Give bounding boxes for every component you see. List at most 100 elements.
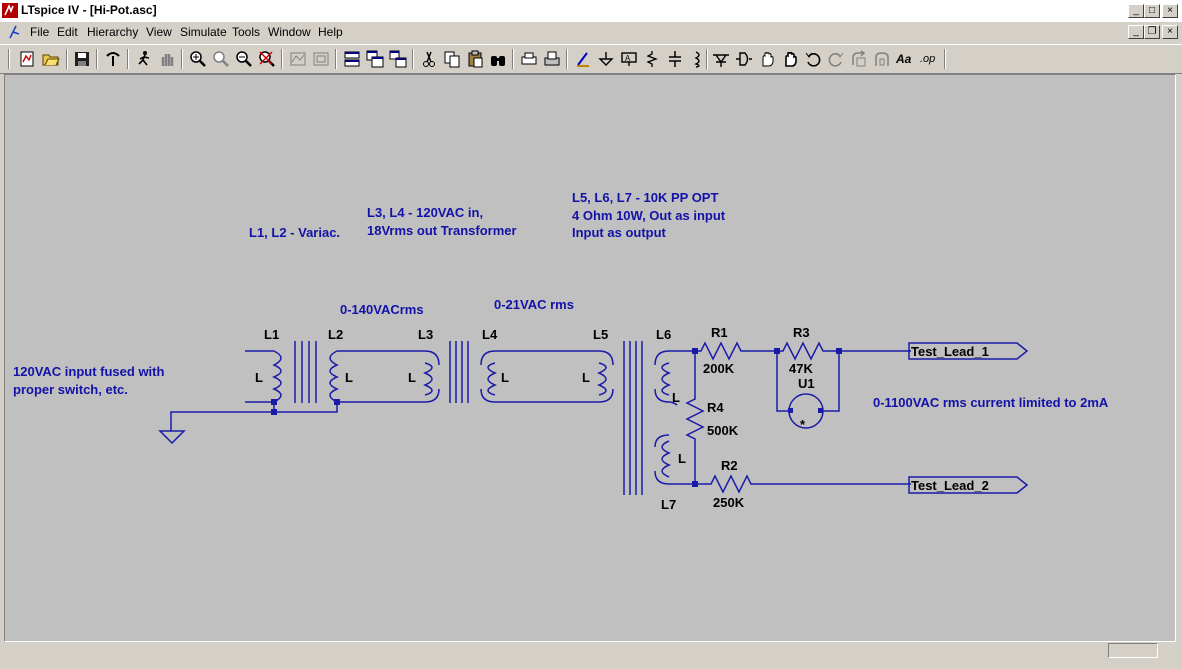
save-icon[interactable] (73, 50, 91, 68)
lamp-u1[interactable] (776, 351, 840, 429)
doc-close-button[interactable]: × (1162, 25, 1178, 39)
close-button[interactable]: × (1162, 4, 1178, 18)
new-schematic-icon[interactable] (18, 50, 36, 68)
paste-icon[interactable] (466, 50, 484, 68)
annotation-voltage-variac: 0-140VACrms (340, 302, 424, 317)
tile-horizontal-icon[interactable] (343, 50, 361, 68)
inductor-l4-value: L (501, 370, 509, 385)
draw-wire-icon[interactable] (574, 50, 592, 68)
spice-directive-icon[interactable]: .op (920, 53, 936, 65)
inductor-l7-name: L7 (661, 497, 676, 512)
minimize-button[interactable]: _ (1128, 4, 1144, 18)
menu-view[interactable]: View (146, 25, 172, 39)
rotate-icon[interactable] (850, 50, 868, 68)
annotation-opt: L5, L6, L7 - 10K PP OPT (572, 190, 718, 205)
inductor-l1-name: L1 (264, 327, 279, 342)
resistor-r2[interactable] (692, 474, 911, 494)
find-icon[interactable] (489, 50, 507, 68)
toolbar-separator (66, 49, 68, 69)
inductor-l7[interactable] (654, 434, 695, 485)
inductor-l3-name: L3 (418, 327, 433, 342)
resistor-r1[interactable] (692, 341, 777, 361)
annotation-opt: 4 Ohm 10W, Out as input (572, 208, 726, 223)
control-panel-icon[interactable] (104, 50, 122, 68)
resistor-r4-value: 500K (707, 423, 739, 438)
fit-icon[interactable] (312, 50, 330, 68)
menu-hierarchy[interactable]: Hierarchy (87, 25, 139, 39)
toolbar-separator (335, 49, 337, 69)
halt-icon[interactable] (158, 50, 176, 68)
undo-icon[interactable] (804, 50, 822, 68)
menu-window[interactable]: Window (268, 25, 311, 39)
run-icon[interactable] (135, 50, 153, 68)
net-label-test-lead-1[interactable] (908, 342, 1029, 360)
diode-icon[interactable] (712, 50, 730, 68)
mirror-icon[interactable] (873, 50, 891, 68)
ground-icon[interactable] (597, 50, 615, 68)
print-icon[interactable] (543, 50, 561, 68)
label-net-icon[interactable]: A (620, 50, 638, 68)
zoom-cancel-icon[interactable] (258, 50, 276, 68)
maximize-button[interactable]: □ (1144, 4, 1160, 18)
wire-l2-l3 (337, 350, 440, 403)
inductor-l4[interactable] (487, 362, 497, 396)
inductor-l6[interactable] (654, 350, 695, 406)
zoom-out-icon[interactable] (235, 50, 253, 68)
doc-restore-button[interactable]: ❐ (1144, 25, 1160, 39)
cascade-icon[interactable] (366, 50, 384, 68)
annotation-opt: Input as output (572, 225, 667, 240)
inductor-l2[interactable] (274, 350, 340, 413)
menu-file[interactable]: File (30, 25, 50, 39)
inductor-icon[interactable] (689, 50, 707, 68)
zoom-in-icon[interactable] (189, 50, 207, 68)
component-icon[interactable] (735, 50, 753, 68)
menu-help[interactable]: Help (318, 25, 343, 39)
tile-vertical-icon[interactable] (389, 50, 407, 68)
resistor-r3-name: R3 (793, 325, 810, 340)
annotation-transformer: 18Vrms out Transformer (367, 223, 517, 238)
resistor-r2-name: R2 (721, 458, 738, 473)
inductor-l5[interactable] (597, 362, 607, 396)
toolbar-separator (412, 49, 414, 69)
resistor-icon[interactable] (643, 50, 661, 68)
autorange-icon[interactable] (289, 50, 307, 68)
schematic-doc-icon (9, 25, 20, 39)
status-panel (1108, 643, 1158, 658)
inductor-l3[interactable] (423, 362, 433, 396)
variac-core (294, 341, 317, 403)
annotation-output: 0-1100VAC rms current limited to 2mA (873, 395, 1109, 410)
annotation-variac: L1, L2 - Variac. (249, 225, 340, 240)
move-icon[interactable] (758, 50, 776, 68)
menu-tools[interactable]: Tools (232, 25, 261, 39)
doc-minimize-button[interactable]: _ (1128, 25, 1144, 39)
text-icon[interactable]: Aa (896, 52, 912, 66)
redo-icon[interactable] (827, 50, 845, 68)
open-icon[interactable] (42, 50, 60, 68)
title-bar: LTspice IV - [Hi-Pot.asc] _ □ × (0, 0, 1182, 23)
resistor-r1-name: R1 (711, 325, 728, 340)
inductor-l5-name: L5 (593, 327, 608, 342)
menu-edit[interactable]: Edit (57, 25, 78, 39)
toolbar-separator (706, 49, 708, 69)
menu-simulate[interactable]: Simulate (180, 25, 227, 39)
resistor-r2-value: 250K (713, 495, 745, 510)
print-setup-icon[interactable] (520, 50, 538, 68)
inductor-l6-name: L6 (656, 327, 671, 342)
status-bar (0, 644, 1182, 669)
opt-core (623, 341, 643, 495)
toolbar-separator (96, 49, 98, 69)
net-label-test-lead-2[interactable] (908, 476, 1029, 494)
ground-symbol[interactable] (158, 411, 274, 445)
zoom-pan-icon[interactable] (212, 50, 230, 68)
cut-icon[interactable] (420, 50, 438, 68)
copy-icon[interactable] (443, 50, 461, 68)
schematic-canvas[interactable]: 120VAC input fused with proper switch, e… (4, 74, 1176, 642)
inductor-l1[interactable] (245, 350, 282, 415)
resistor-r4[interactable] (685, 351, 705, 484)
inductor-l2-value: L (345, 370, 353, 385)
resistor-r3[interactable] (774, 341, 842, 361)
capacitor-icon[interactable] (666, 50, 684, 68)
lamp-u1-mark: * (800, 417, 806, 432)
schematic-drawing: 120VAC input fused with proper switch, e… (13, 190, 1109, 512)
drag-icon[interactable] (781, 50, 799, 68)
